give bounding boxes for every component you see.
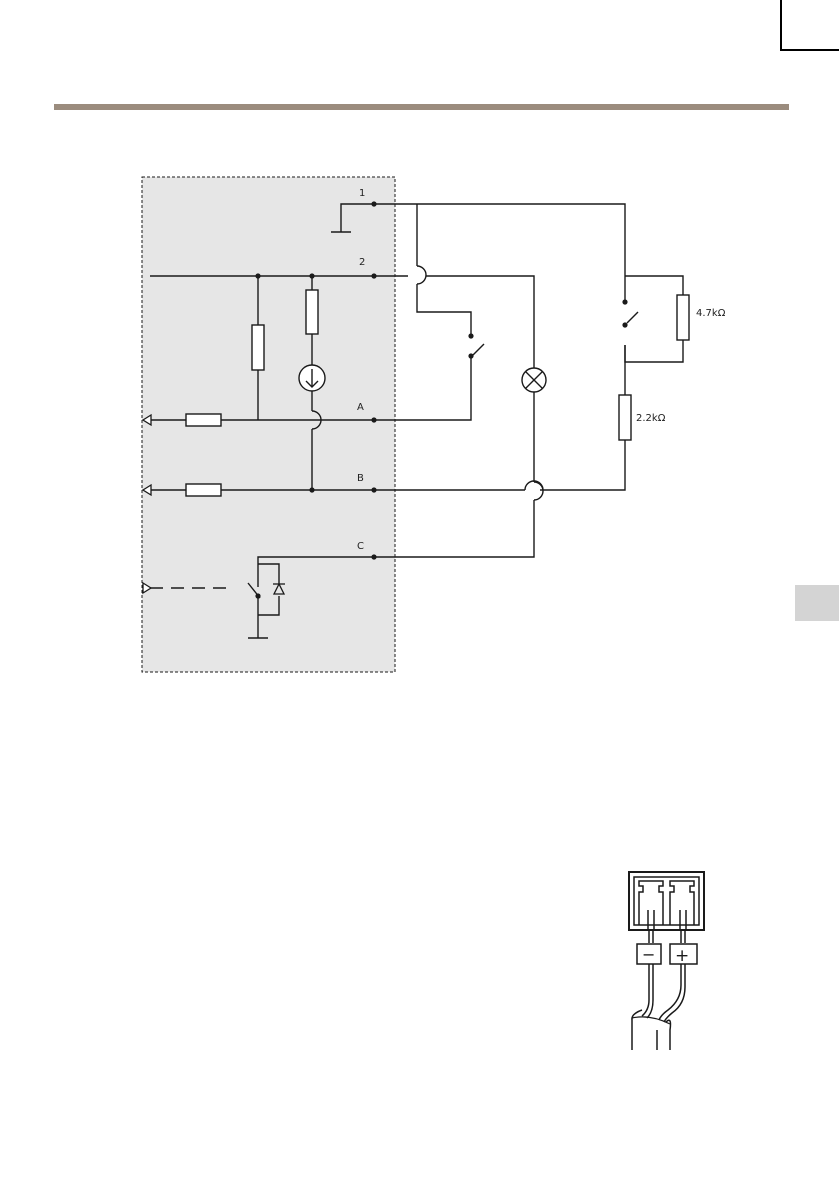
resistor-label-2-2k: 2.2kΩ xyxy=(636,413,666,424)
connector-plus-label: + xyxy=(675,946,689,966)
resistor-line-b xyxy=(186,484,221,496)
resistor-4-7k xyxy=(677,295,689,340)
resistor-2-2k xyxy=(619,395,631,440)
connector-block xyxy=(629,872,704,1050)
resistor-line-a xyxy=(186,414,221,426)
current-source-icon xyxy=(299,365,325,391)
resistor-vertical-left xyxy=(252,325,264,370)
terminal-label-a: A xyxy=(357,402,364,413)
terminal-label-b: B xyxy=(357,473,364,484)
terminal-label-c: C xyxy=(357,541,364,552)
internal-circuit-box xyxy=(142,177,395,672)
terminal-label-2: 2 xyxy=(359,257,365,268)
resistor-label-4-7k: 4.7kΩ xyxy=(696,308,726,319)
lamp-icon xyxy=(522,368,546,392)
connector-minus-label: − xyxy=(642,945,655,964)
resistor-vertical-mid xyxy=(306,290,318,334)
terminal-label-1: 1 xyxy=(359,188,365,199)
